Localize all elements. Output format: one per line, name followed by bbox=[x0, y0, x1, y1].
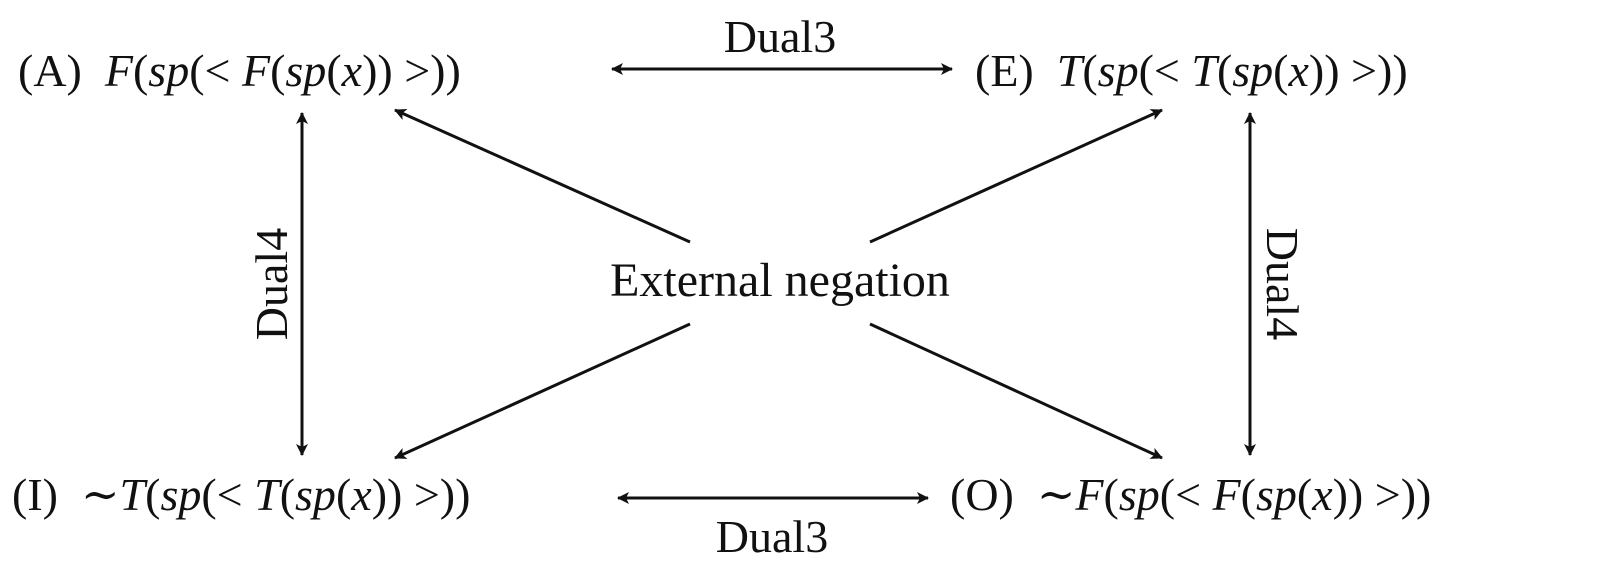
nodes-a-expr-part: )) >)) bbox=[362, 45, 461, 96]
nodes-o-expr-part: F bbox=[1074, 469, 1104, 520]
nodes-e-expr-part: T bbox=[1191, 45, 1220, 96]
nodes-e-expr-part: (< bbox=[1139, 45, 1192, 96]
nodes-e-negation-sign bbox=[1045, 45, 1057, 96]
nodes-a-expr-part: (< bbox=[189, 45, 242, 96]
dual3-top-label: Dual3 bbox=[724, 11, 836, 62]
nodes-e-expr-part: ( bbox=[1217, 45, 1232, 96]
node-e-tag: (E) bbox=[975, 45, 1034, 96]
nodes-e-expr-part: x bbox=[1288, 45, 1310, 96]
nodes-i-expr-part: T bbox=[254, 469, 283, 520]
node-a: (A) F(sp(< F(sp(x)) >)) bbox=[18, 45, 461, 96]
nodes-i-negation-sign: ∼ bbox=[69, 469, 119, 520]
diagonal-arrow-to-o bbox=[869, 322, 1163, 460]
nodes-o-negation-sign: ∼ bbox=[1025, 469, 1075, 520]
nodes-a-expr-part: F bbox=[104, 45, 134, 96]
nodes-a-expr-part: ( bbox=[326, 45, 341, 96]
nodes-o-expr-part: )) >)) bbox=[1333, 469, 1432, 520]
nodes-e-expr-part: T bbox=[1057, 45, 1086, 96]
node-o: (O) ∼F(sp(< F(sp(x)) >)) bbox=[950, 469, 1431, 520]
node-i-tag: (I) bbox=[12, 469, 58, 520]
nodes-o-expr-part: ( bbox=[1104, 469, 1119, 520]
node-a-tag: (A) bbox=[18, 45, 82, 96]
nodes-o-expr-part: sp bbox=[1119, 469, 1160, 520]
nodes-i-expr-part: ( bbox=[145, 469, 160, 520]
nodes-a-negation-sign bbox=[93, 45, 105, 96]
nodes-o-expr-part: x bbox=[1311, 469, 1333, 520]
node-i-expr: ∼T(sp(< T(sp(x)) >)) bbox=[69, 469, 470, 520]
nodes-i-expr-part: )) >)) bbox=[372, 469, 471, 520]
nodes-e-expr-part: ( bbox=[1273, 45, 1288, 96]
nodes-i-expr-part: x bbox=[350, 469, 372, 520]
diagonal-arrow-to-e bbox=[869, 108, 1163, 244]
nodes-a-expr-part: ( bbox=[133, 45, 148, 96]
nodes-i-expr-part: (< bbox=[201, 469, 254, 520]
node-o-tag: (O) bbox=[950, 469, 1014, 520]
nodes-i-expr-part: sp bbox=[160, 469, 201, 520]
dual3-bottom-label: Dual3 bbox=[716, 511, 828, 562]
nodes-i-expr-part: ( bbox=[280, 469, 295, 520]
nodes-i-expr-part: T bbox=[120, 469, 149, 520]
nodes-e-expr-part: sp bbox=[1232, 45, 1273, 96]
nodes-a-expr-part: x bbox=[341, 45, 363, 96]
nodes-e-expr-part: ( bbox=[1082, 45, 1097, 96]
nodes-e-expr-part: sp bbox=[1098, 45, 1139, 96]
nodes-o-expr-part: (< bbox=[1160, 469, 1213, 520]
nodes-i-expr-part: ( bbox=[336, 469, 351, 520]
nodes-i-expr-part: sp bbox=[295, 469, 336, 520]
external-negation-label: External negation bbox=[610, 254, 950, 307]
nodes-a-expr-part: F bbox=[241, 45, 271, 96]
node-o-expr: ∼F(sp(< F(sp(x)) >)) bbox=[1025, 469, 1431, 520]
nodes-a-expr-part: sp bbox=[285, 45, 326, 96]
node-e: (E) T(sp(< T(sp(x)) >)) bbox=[975, 45, 1408, 96]
node-a-expr: F(sp(< F(sp(x)) >)) bbox=[93, 45, 460, 96]
diagonal-arrow-to-a bbox=[394, 108, 691, 244]
node-e-expr: T(sp(< T(sp(x)) >)) bbox=[1045, 45, 1407, 96]
nodes-o-expr-part: ( bbox=[1297, 469, 1312, 520]
dual4-left-label: Dual4 bbox=[246, 228, 297, 340]
diagonal-arrow-to-i bbox=[394, 322, 691, 460]
nodes-e-expr-part: )) >)) bbox=[1309, 45, 1408, 96]
nodes-a-expr-part: ( bbox=[270, 45, 285, 96]
node-i: (I) ∼T(sp(< T(sp(x)) >)) bbox=[12, 469, 470, 520]
dual4-right-label: Dual4 bbox=[1257, 228, 1308, 340]
nodes-o-expr-part: sp bbox=[1256, 469, 1297, 520]
nodes-o-expr-part: ( bbox=[1241, 469, 1256, 520]
nodes-a-expr-part: sp bbox=[148, 45, 189, 96]
nodes-o-expr-part: F bbox=[1212, 469, 1242, 520]
